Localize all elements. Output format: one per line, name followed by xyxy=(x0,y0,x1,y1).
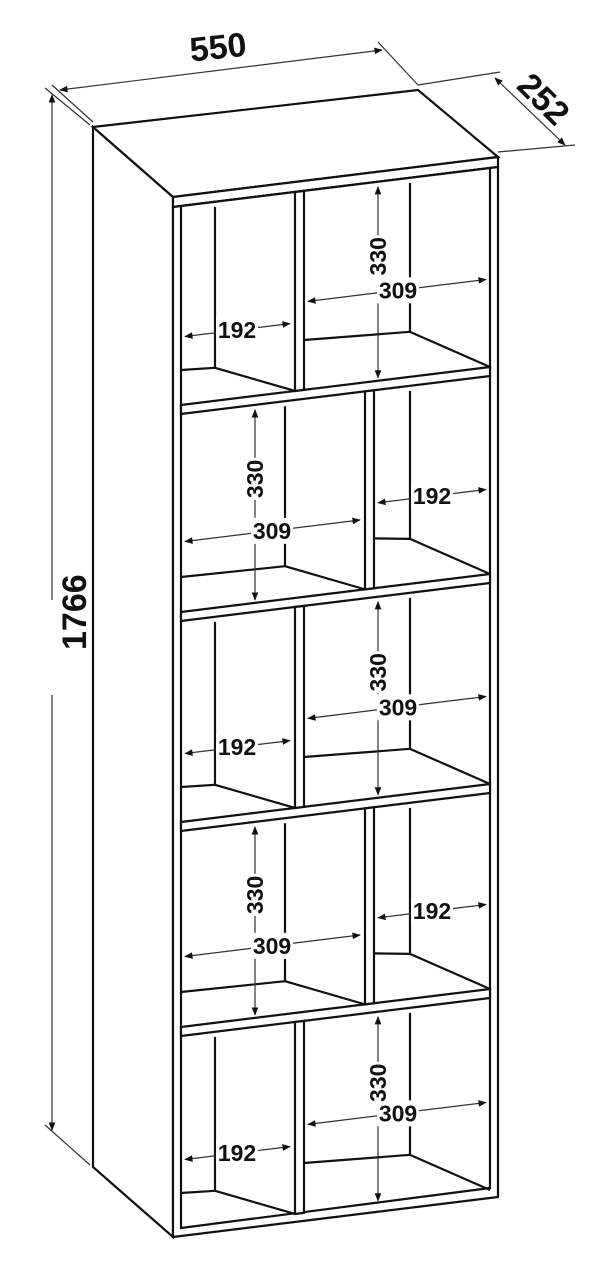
back-edge xyxy=(303,330,411,342)
width-arrow xyxy=(59,47,383,93)
back-edge xyxy=(180,783,216,789)
compartment-height-label: 330 xyxy=(365,653,391,691)
depth-edge xyxy=(214,1189,296,1216)
back-edge xyxy=(303,1153,411,1165)
divider-row-3 xyxy=(293,604,306,810)
back-edge xyxy=(303,747,411,759)
back-edge xyxy=(180,980,286,994)
compartment-height-label: 330 xyxy=(242,460,268,498)
depth-label: 252 xyxy=(510,66,577,133)
back-edge xyxy=(180,565,286,579)
depth-edge xyxy=(409,952,491,991)
narrow-width-label: 192 xyxy=(413,898,451,924)
depth-edge xyxy=(409,747,491,786)
width-label: 550 xyxy=(188,26,248,70)
height-extension-bottom xyxy=(44,1124,91,1166)
shelf-2 xyxy=(179,572,492,623)
shelf-4 xyxy=(179,987,492,1038)
divider-row-2 xyxy=(363,389,376,591)
depth-extension-back xyxy=(417,71,501,86)
wide-width-label: 309 xyxy=(253,518,291,544)
divider-row-1 xyxy=(293,189,306,393)
depth-edge xyxy=(214,366,296,393)
width-extension-right xyxy=(377,41,419,86)
depth-edge xyxy=(409,537,491,576)
wide-width-label: 309 xyxy=(379,694,417,720)
divider-row-5 xyxy=(293,1019,306,1216)
height-label: 1766 xyxy=(56,574,94,650)
compartment-height-label: 330 xyxy=(365,1064,391,1102)
depth-edge xyxy=(284,980,366,1006)
depth-edge xyxy=(214,783,296,810)
wide-width-label: 309 xyxy=(379,277,417,303)
narrow-width-label: 192 xyxy=(218,317,256,343)
depth-extension xyxy=(497,144,576,153)
depth-arrow xyxy=(494,77,566,146)
narrow-width-label: 192 xyxy=(218,1140,256,1166)
narrow-width-label: 192 xyxy=(413,483,451,509)
compartment-height-label: 330 xyxy=(365,237,391,275)
back-edge xyxy=(180,1189,216,1195)
depth-edge xyxy=(409,330,491,369)
wide-width-label: 309 xyxy=(253,933,291,959)
depth-edge xyxy=(284,565,366,591)
shelf-1 xyxy=(179,365,492,416)
divider-row-4 xyxy=(363,806,376,1006)
width-extension-left xyxy=(51,84,94,123)
wide-width-label: 309 xyxy=(379,1100,417,1126)
shelf-3 xyxy=(179,782,492,833)
left-side-panel xyxy=(91,124,175,1240)
narrow-width-label: 192 xyxy=(218,734,256,760)
compartment-height-label: 330 xyxy=(242,876,268,914)
depth-edge xyxy=(409,1153,491,1192)
back-edge xyxy=(180,366,216,372)
